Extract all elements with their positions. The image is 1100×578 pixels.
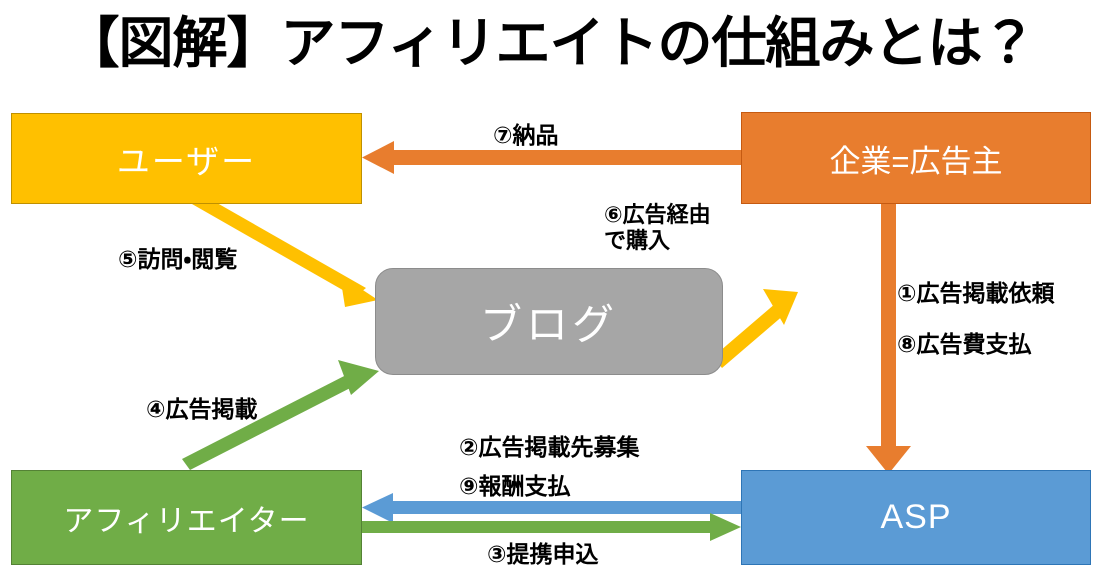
label-step9: ⑨報酬支払 xyxy=(459,473,571,499)
label-step2: ②広告掲載先募集 xyxy=(459,434,640,460)
label-step4: ④広告掲載 xyxy=(146,396,258,422)
arrow-step4 xyxy=(182,360,379,470)
arrow-step1-step8 xyxy=(866,204,911,474)
label-step8: ⑧広告費支払 xyxy=(897,331,1032,357)
label-step3: ③提携申込 xyxy=(487,541,599,567)
node-user[interactable]: ユーザー xyxy=(11,113,362,204)
label-step5: ⑤訪問・閲覧 xyxy=(118,246,238,272)
label-step6-line1: ⑥広告経由 xyxy=(604,202,711,227)
node-advertiser-label: 企業=広告主 xyxy=(829,143,1003,179)
node-affiliate-label: アフィリエイター xyxy=(63,504,310,538)
label-step6-line2: で購入 xyxy=(604,227,671,253)
arrow-step3 xyxy=(362,513,741,541)
page-title: 【図解】アフィリエイトの仕組みとは？ xyxy=(64,12,1037,74)
label-step6: ⑥広告経由 で購入 xyxy=(604,202,711,254)
label-step7: ⑦納品 xyxy=(493,122,559,148)
node-asp[interactable]: ASP xyxy=(741,470,1091,565)
node-advertiser[interactable]: 企業=広告主 xyxy=(741,112,1091,204)
arrow-step2-step9 xyxy=(362,493,741,523)
arrow-step6 xyxy=(713,289,798,368)
label-step1: ①広告掲載依頼 xyxy=(897,280,1055,306)
node-asp-label: ASP xyxy=(880,498,952,536)
node-user-label: ユーザー xyxy=(116,142,257,180)
arrow-step5 xyxy=(185,191,378,307)
arrow-step7 xyxy=(362,141,741,174)
node-blog-label: ブログ xyxy=(479,301,618,348)
node-blog[interactable]: ブログ xyxy=(375,268,723,375)
node-affiliate[interactable]: アフィリエイター xyxy=(11,470,362,565)
